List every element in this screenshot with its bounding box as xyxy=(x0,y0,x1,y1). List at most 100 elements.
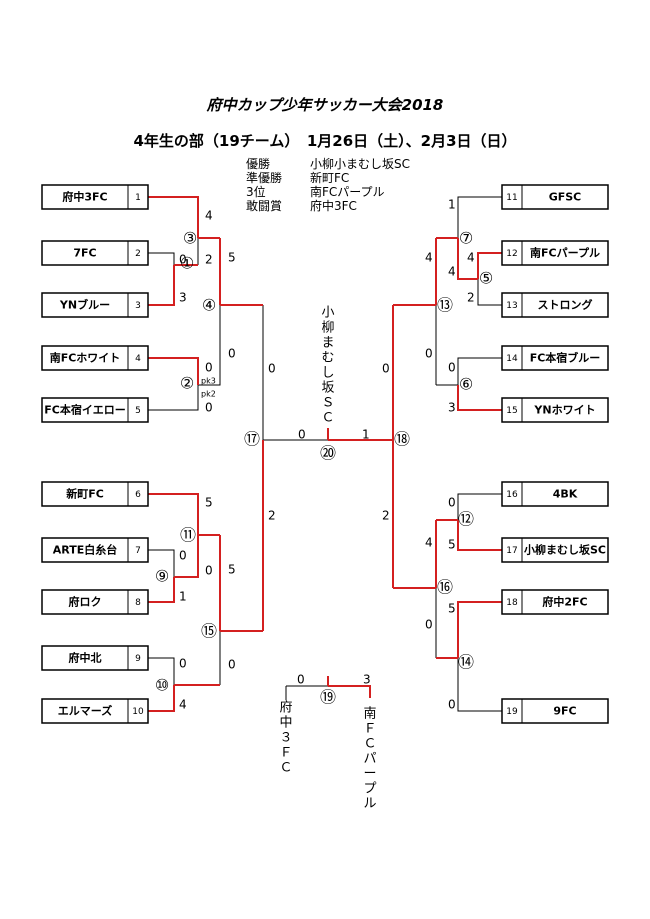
team-name: 9FC xyxy=(553,705,576,718)
score: 0 xyxy=(228,658,236,672)
award-label: 3位 xyxy=(246,185,266,199)
connector-m9-top xyxy=(148,549,175,577)
team-box: YNブルー 3 xyxy=(41,292,149,318)
vertical-char: し xyxy=(321,366,334,381)
team-seed: 12 xyxy=(506,249,517,259)
connector-m14-top xyxy=(457,601,502,658)
score: 4 xyxy=(467,251,475,265)
connector-m10-top xyxy=(148,657,175,685)
score: 2 xyxy=(467,291,475,305)
third-place-winner: 南ＦＣパープル xyxy=(363,706,376,812)
team-name: 小柳まむし坂SC xyxy=(523,543,606,557)
connector-m12-bottom xyxy=(457,520,502,551)
team-name: 4BK xyxy=(553,488,578,501)
connector-m5-out xyxy=(457,266,478,280)
connector-m12-top xyxy=(457,493,502,520)
score: 4 xyxy=(179,698,187,712)
bracket-winning-lines xyxy=(148,196,502,712)
match-number: ⑳ xyxy=(320,444,336,463)
award-team: 府中3FC xyxy=(310,199,357,213)
vertical-char: ル xyxy=(363,797,376,812)
vertical-char: Ｆ xyxy=(279,746,292,761)
match-number: ⑰ xyxy=(244,430,260,449)
tournament-subtitle: 4年生の部（19チーム） 1月26日（土）、2月3日（日） xyxy=(133,132,517,150)
team-seed: 4 xyxy=(135,354,141,364)
vertical-char: Ｓ xyxy=(321,396,334,411)
score: 1 xyxy=(362,428,370,442)
vertical-char: 中 xyxy=(279,716,292,731)
vertical-char: Ｃ xyxy=(363,737,376,752)
third-place-loser: 府中３ＦＣ xyxy=(279,701,292,776)
score: 5 xyxy=(448,602,456,616)
score: 3 xyxy=(363,673,371,687)
team-box-frame xyxy=(41,184,149,210)
connector-m11-bottom xyxy=(174,535,199,578)
champion-name: 小柳まむし坂ＳＣ xyxy=(321,306,334,426)
score: 0 xyxy=(382,362,390,376)
team-box-frame xyxy=(41,345,149,371)
team-box-frame xyxy=(501,345,609,371)
score: 0 xyxy=(297,673,305,687)
match-number: ⑤ xyxy=(479,269,493,288)
award-label: 優勝 xyxy=(246,157,271,171)
match-number: ⑨ xyxy=(155,567,169,586)
match-number: ⑦ xyxy=(459,229,473,248)
team-seed: 3 xyxy=(135,301,141,311)
score: 0 xyxy=(205,361,213,375)
team-box-frame xyxy=(41,240,149,266)
team-box-frame xyxy=(501,184,609,210)
award-team: 南FCパープル xyxy=(310,185,385,199)
team-name: 南FCパープル xyxy=(530,246,600,260)
team-box-frame xyxy=(501,240,609,266)
match-number: ⑭ xyxy=(458,653,474,672)
score: 3 xyxy=(179,291,187,305)
team-seed: 2 xyxy=(135,249,141,259)
team-box: 7FC 2 xyxy=(41,240,149,266)
team-seed: 14 xyxy=(506,354,518,364)
connector-m5-bottom xyxy=(477,279,502,306)
match-number: ⑩ xyxy=(155,676,169,695)
team-box: 小柳まむし坂SC 17 xyxy=(501,537,609,563)
award-team: 新町FC xyxy=(310,171,350,185)
team-box-frame xyxy=(41,397,149,423)
connector-m1-bottom xyxy=(148,265,175,306)
team-name: エルマーズ xyxy=(58,704,112,718)
team-name: 府ロク xyxy=(69,595,102,609)
team-seed: 17 xyxy=(506,546,517,556)
connector-m3-top xyxy=(148,196,199,238)
match-number: ⑮ xyxy=(201,622,217,641)
connector-m5-top xyxy=(477,252,502,279)
score: 0 xyxy=(448,698,456,712)
team-name: GFSC xyxy=(549,191,582,204)
connector-m7-top xyxy=(457,196,502,238)
vertical-char: 南 xyxy=(363,706,376,722)
team-name: FC本宿イエロー xyxy=(44,403,125,417)
vertical-char: Ｆ xyxy=(363,722,376,737)
score: 5 xyxy=(205,496,213,510)
bracket-lines xyxy=(148,196,502,712)
team-box-frame xyxy=(41,698,149,724)
team-box-frame xyxy=(41,481,149,507)
team-box-frame xyxy=(41,645,149,671)
team-seed: 7 xyxy=(135,546,141,556)
match-number: ⑱ xyxy=(394,430,410,449)
team-name: 府中3FC xyxy=(62,190,107,204)
team-name: 7FC xyxy=(73,247,96,260)
score: 0 xyxy=(228,347,236,361)
pk-score: pk3 xyxy=(201,377,216,386)
connector-m10-bottom xyxy=(148,685,175,712)
team-seed: 6 xyxy=(135,490,141,500)
team-name: YNブルー xyxy=(59,298,110,312)
team-box-frame xyxy=(41,537,149,563)
vertical-char: Ｃ xyxy=(279,761,292,776)
